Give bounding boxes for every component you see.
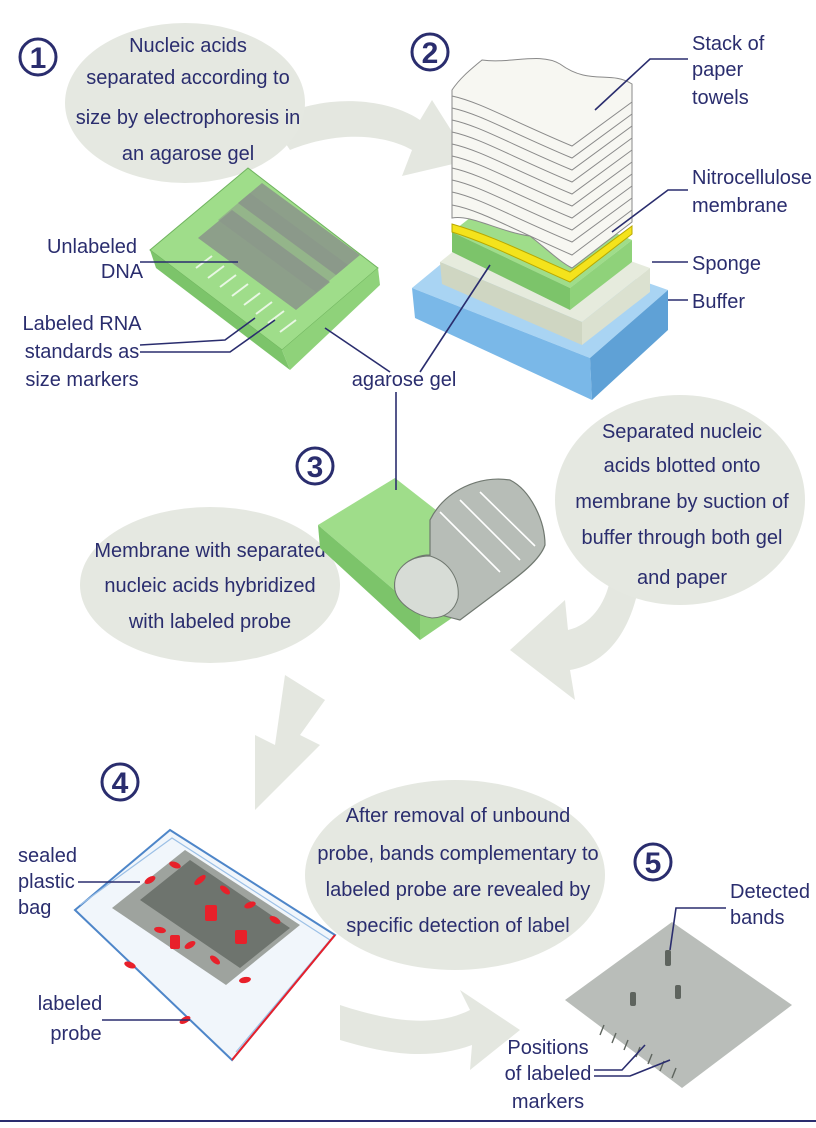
label-sponge: Sponge	[692, 253, 761, 275]
label-labeled-probe: labeled probe	[38, 993, 103, 1045]
svg-text:of labeled: of labeled	[505, 1063, 592, 1085]
dna-lanes	[198, 183, 360, 310]
bubble-3-line-3: with labeled probe	[128, 611, 291, 633]
svg-text:size markers: size markers	[25, 369, 138, 391]
membrane-peel-step-3	[318, 478, 546, 640]
label-nitrocellulose: Nitrocellulose membrane	[692, 167, 812, 217]
svg-text:bands: bands	[730, 907, 785, 929]
svg-text:standards as: standards as	[25, 341, 140, 363]
label-agarose-gel: agarose gel	[352, 369, 457, 391]
label-detected-bands: Detected bands	[730, 881, 810, 929]
label-unlabeled-dna: Unlabeled DNA	[47, 236, 144, 283]
bubble-3-line-1: Membrane with separated	[94, 540, 325, 562]
blot-apparatus-step-2	[412, 58, 668, 400]
agarose-gel-step-1	[149, 167, 380, 370]
svg-text:plastic: plastic	[18, 871, 75, 893]
svg-text:2: 2	[422, 37, 439, 70]
bubble-step-3: Membrane with separated nucleic acids hy…	[80, 507, 340, 663]
svg-text:3: 3	[307, 451, 324, 484]
bubble-blot-line-5: and paper	[637, 567, 727, 589]
svg-text:membrane: membrane	[692, 195, 788, 217]
svg-text:Unlabeled: Unlabeled	[47, 236, 137, 258]
step-number-2: 2	[410, 32, 450, 72]
flow-arrow-3-to-4	[255, 675, 325, 810]
bubble-4-line-2: probe, bands complementary to	[317, 843, 598, 865]
step-number-5: 5	[633, 842, 673, 882]
label-labeled-rna: Labeled RNA standards as size markers	[23, 313, 143, 391]
svg-text:4: 4	[112, 767, 129, 800]
rna-marker-lanes	[195, 255, 297, 333]
svg-text:labeled: labeled	[38, 993, 103, 1015]
svg-text:Positions: Positions	[507, 1037, 588, 1059]
svg-text:Detected: Detected	[730, 881, 810, 903]
step-number-1: 1	[18, 37, 58, 77]
svg-text:Stack of: Stack of	[692, 33, 765, 55]
svg-text:5: 5	[645, 847, 662, 880]
bubble-blot-line-4: buffer through both gel	[582, 527, 783, 549]
sealed-bag-step-4	[73, 828, 337, 1062]
label-buffer: Buffer	[692, 291, 745, 313]
probe-spots	[124, 861, 281, 1024]
svg-text:probe: probe	[50, 1023, 101, 1045]
bubble-1-line-1: Nucleic acids	[129, 35, 247, 57]
bubble-4-line-3: labeled probe are revealed by	[326, 879, 591, 901]
bubble-4-line-4: specific detection of label	[346, 915, 569, 937]
svg-text:paper: paper	[692, 59, 743, 81]
svg-text:Labeled RNA: Labeled RNA	[23, 313, 143, 335]
bubble-blot-line-3: membrane by suction of	[575, 491, 789, 513]
bubble-3-line-2: nucleic acids hybridized	[104, 575, 315, 597]
svg-text:towels: towels	[692, 87, 749, 109]
label-paper-towels: Stack of paper towels	[692, 33, 765, 109]
bubble-1-line-4: an agarose gel	[122, 143, 254, 165]
bubble-4-line-1: After removal of unbound	[346, 805, 571, 827]
bubble-blot-line-2: acids blotted onto	[604, 455, 761, 477]
step-number-3: 3	[295, 446, 335, 486]
svg-text:Nitrocellulose: Nitrocellulose	[692, 167, 812, 189]
label-marker-positions: Positions of labeled markers	[505, 1037, 592, 1113]
flow-arrow-1-to-2	[270, 100, 470, 176]
flow-arrow-4-to-5	[340, 990, 520, 1070]
bubble-blot-line-1: Separated nucleic	[602, 421, 762, 443]
bubble-1-line-2: separated according to	[86, 67, 289, 89]
autoradiograph-step-5	[565, 922, 792, 1088]
bubble-blotting: Separated nucleic acids blotted onto mem…	[555, 395, 805, 605]
svg-text:1: 1	[30, 42, 47, 75]
detected-band-marks	[630, 950, 681, 1006]
paper-towel-stack	[451, 58, 633, 269]
svg-text:bag: bag	[18, 897, 51, 919]
step-number-4: 4	[100, 762, 140, 802]
svg-text:markers: markers	[512, 1091, 584, 1113]
leader-lines	[78, 58, 726, 1077]
flow-arrow-blot-to-3	[510, 580, 640, 700]
bubble-1-line-3: size by electrophoresis in	[76, 107, 301, 129]
svg-text:DNA: DNA	[101, 261, 144, 283]
bubble-step-4: After removal of unbound probe, bands co…	[305, 780, 605, 970]
label-sealed-bag: sealed plastic bag	[18, 845, 77, 919]
bubble-step-1: Nucleic acids separated according to siz…	[65, 23, 305, 183]
svg-text:sealed: sealed	[18, 845, 77, 867]
